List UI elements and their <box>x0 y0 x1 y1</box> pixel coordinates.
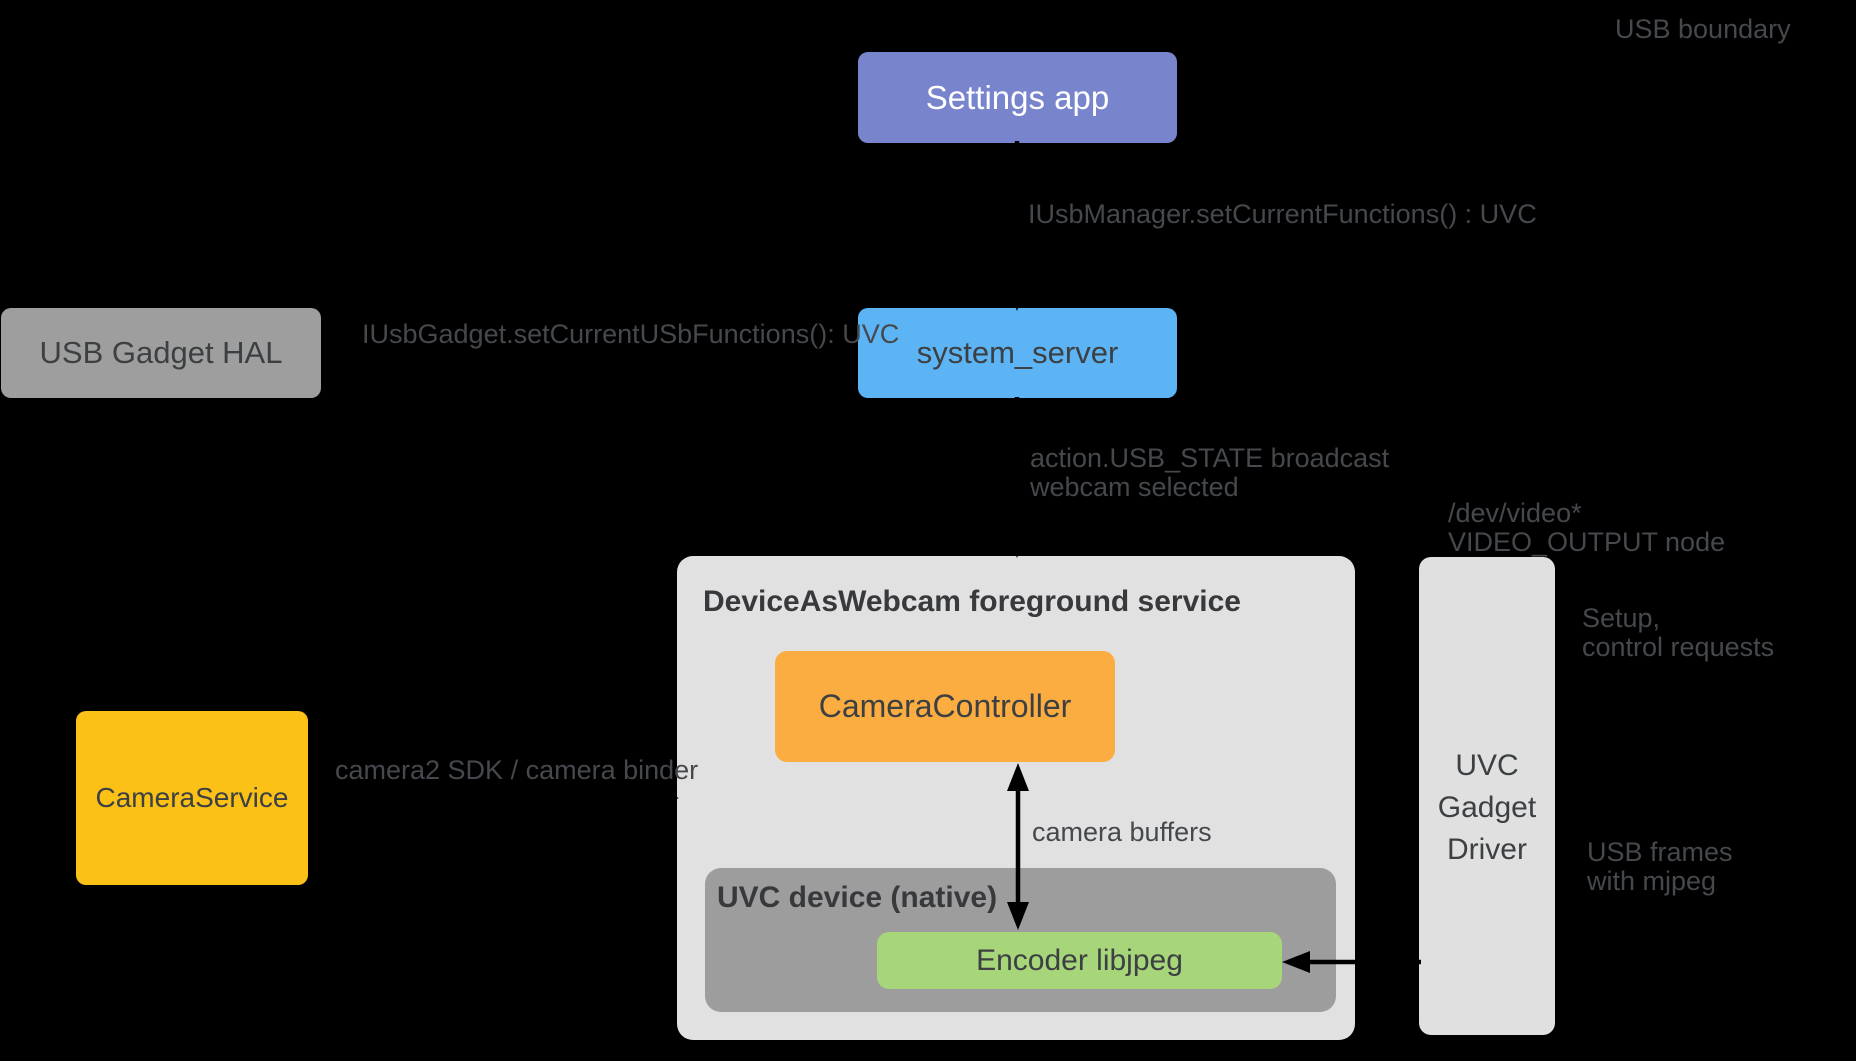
usb-gadget-hal-label: USB Gadget HAL <box>39 335 283 370</box>
encoder-libjpeg-node: Encoder libjpeg <box>877 932 1282 989</box>
camera-controller-node: CameraController <box>775 651 1115 762</box>
encoder-libjpeg-label: Encoder libjpeg <box>976 943 1183 977</box>
usb-frames-mjpeg-label: USB frames with mjpeg <box>1587 837 1733 896</box>
uvc-gadget-driver-label: UVC Gadget Driver <box>1437 749 1537 866</box>
camera-controller-label: CameraController <box>818 688 1072 724</box>
dev-video-node-label: /dev/video* VIDEO_OUTPUT node <box>1448 498 1726 557</box>
device-as-webcam-service-title: DeviceAsWebcam foreground service <box>703 585 1241 618</box>
uvc-gadget-driver-node: UVC Gadget Driver <box>1419 557 1555 1035</box>
arrow-camera-service-to-container <box>310 787 679 809</box>
action-usb-state-label: action.USB_STATE broadcast webcam select… <box>1030 443 1390 502</box>
system-server-node: system_server <box>858 308 1177 398</box>
camera2-sdk-label: camera2 SDK / camera binder <box>335 755 699 785</box>
setup-control-requests-label: Setup, control requests <box>1582 603 1775 662</box>
usb-gadget-hal-node: USB Gadget HAL <box>1 308 321 398</box>
settings-app-node: Settings app <box>858 52 1177 143</box>
camera-service-label: CameraService <box>95 782 289 813</box>
arrow-system-server-to-container <box>1006 397 1028 558</box>
usb-boundary-label: USB boundary <box>1615 14 1791 44</box>
camera-buffers-label: camera buffers <box>1032 817 1212 847</box>
settings-app-label: Settings app <box>925 78 1110 116</box>
iusbmanager-call-label: IUsbManager.setCurrentFunctions() : UVC <box>1028 199 1537 229</box>
camera-service-node: CameraService <box>76 711 308 885</box>
system-server-label: system_server <box>916 335 1119 370</box>
arrow-settings-to-system-server <box>1006 141 1028 311</box>
uvc-device-native-title: UVC device (native) <box>717 881 998 914</box>
iusbgadget-call-label: IUsbGadget.setCurrentUSbFunctions(): UVC <box>362 319 900 349</box>
